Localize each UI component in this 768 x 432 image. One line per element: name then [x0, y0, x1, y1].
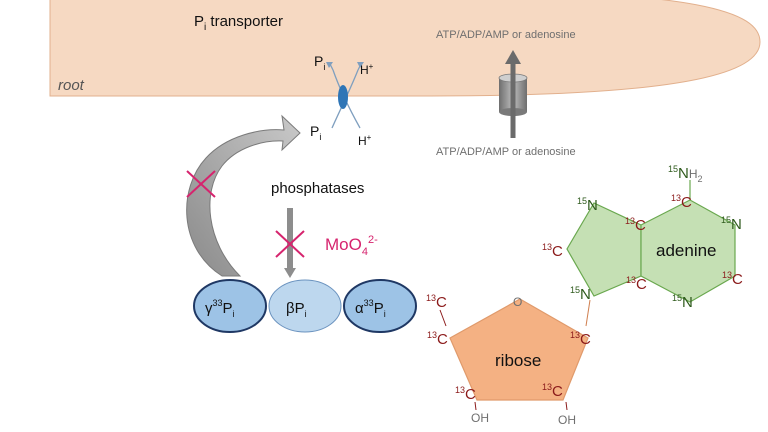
transporter-text: transporter	[210, 13, 283, 30]
adenine-c6: 13C	[671, 193, 692, 211]
pi-upper: Pi	[314, 53, 325, 72]
phosphatase-block-cross-icon	[275, 230, 305, 258]
ribose-c2-label: 13C	[542, 382, 563, 400]
adenine-c5: 13C	[625, 216, 646, 234]
gamma-phosphate-label: γ33Pi	[205, 298, 235, 319]
transporter-sub: i	[204, 22, 206, 33]
ribose-oh-right: OH	[558, 413, 576, 427]
atp-transporter-icon	[498, 50, 528, 138]
phosphate-chain	[193, 279, 417, 333]
adenine-n3: 15N	[672, 293, 693, 311]
recycle-block-cross-icon	[186, 170, 216, 198]
adenine-c8: 13C	[542, 242, 563, 260]
atp-upper-label: ATP/ADP/AMP or adenosine	[436, 29, 576, 41]
alpha-phosphate	[343, 279, 417, 333]
adenine-n9: 15N	[570, 285, 591, 303]
ribose-c3-label: 13C	[455, 385, 476, 403]
c5-label: 13C	[426, 293, 447, 311]
ribose-ring-oxygen: O	[513, 295, 522, 309]
adenine-c4: 13C	[626, 275, 647, 293]
adenine-n7: 15N	[577, 196, 598, 214]
h-upper: H+	[360, 62, 374, 77]
adenine-c2: 13C	[722, 270, 743, 288]
root-label: root	[58, 77, 85, 94]
h-lower: H+	[358, 133, 372, 148]
ribose-ring	[449, 298, 589, 401]
ribose-c1-label: 13C	[570, 330, 591, 348]
adenine-label: adenine	[656, 241, 717, 260]
ribose-label: ribose	[495, 351, 541, 370]
adenine-n1: 15N	[721, 215, 742, 233]
ribose-c4-label: 13C	[427, 330, 448, 348]
adenine-imidazole-ring	[566, 202, 642, 297]
gamma-phosphate	[193, 279, 267, 333]
adenine-nh2: 15NH2	[668, 164, 703, 184]
alpha-phosphate-label: α33Pi	[355, 298, 386, 319]
phosphatases-label: phosphatases	[271, 180, 364, 197]
pi-lower: Pi	[310, 123, 321, 142]
beta-phosphate-label: βPi	[286, 300, 307, 319]
pi-transporter-icon	[326, 62, 364, 129]
pi-transporter-heading: Pi transporter	[194, 13, 283, 33]
ribose-oh-left: OH	[471, 411, 489, 425]
root-shape	[49, 0, 761, 97]
atp-lower-label: ATP/ADP/AMP or adenosine	[436, 146, 576, 158]
molybdate-inhibitor: MoO42-	[325, 234, 378, 258]
phosphatase-arrow	[284, 208, 296, 278]
svg-text:Pi transporter: Pi transporter	[194, 13, 283, 33]
beta-phosphate	[268, 279, 342, 333]
transporter-p: P	[194, 13, 204, 30]
